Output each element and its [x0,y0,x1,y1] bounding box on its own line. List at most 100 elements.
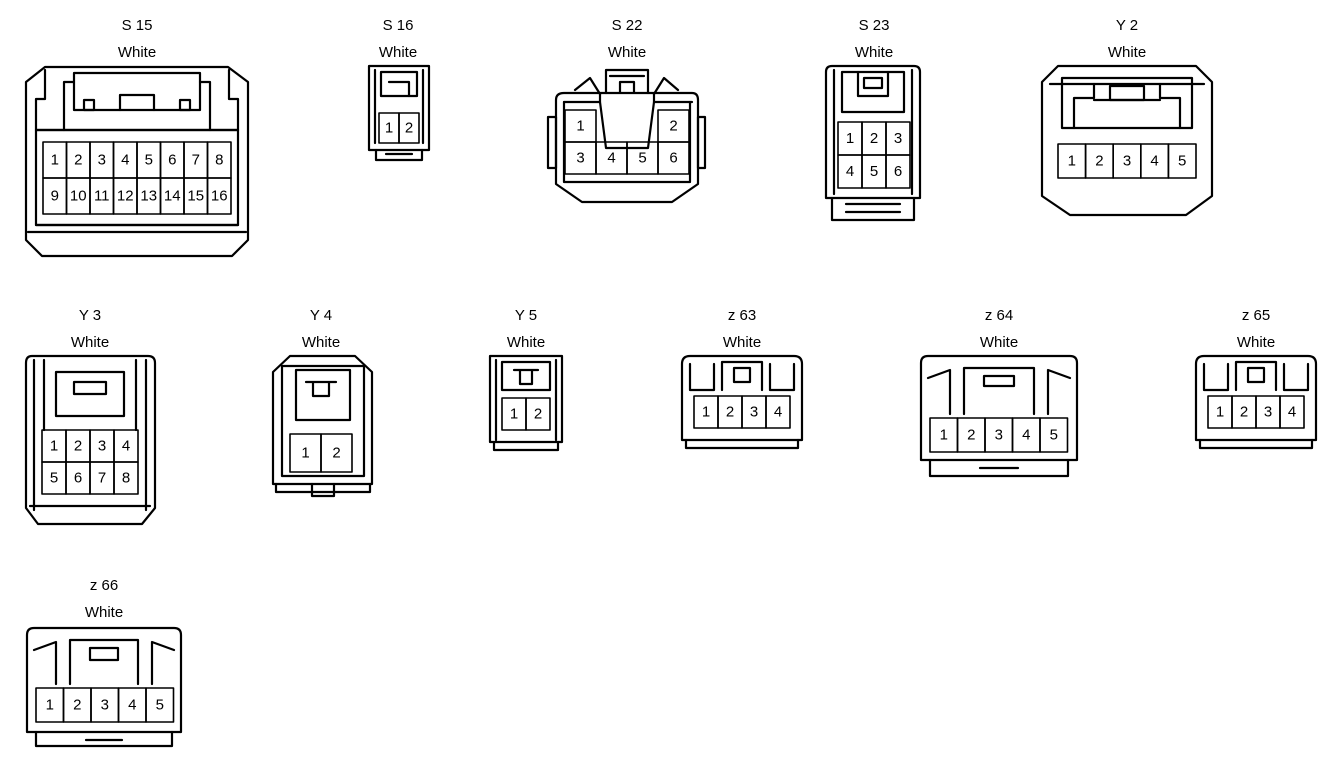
connector-y2: Y 2 White 1 2 3 4 5 [1040,17,1214,217]
pin-number: 3 [1264,404,1272,421]
pin-number: 3 [750,404,758,421]
connector-housing [25,626,183,748]
pin-number: 2 [1095,153,1103,170]
pin-number: 1 [846,130,854,147]
connector-color-label: White [723,334,761,351]
connector-label: Y 2 [1116,17,1138,34]
pin-number: 1 [576,118,584,135]
pin-number: 14 [164,188,181,205]
connector-housing [824,64,922,222]
pin-number: 11 [94,188,110,205]
connector-color-label: White [1237,334,1275,351]
pin-cavity [206,177,232,215]
connector-color-label: White [507,334,545,351]
pin-number: 2 [967,427,975,444]
connector-housing [24,65,250,258]
pin-number: 6 [894,163,902,180]
pin-cavity [765,395,791,429]
connector-color-label: White [855,44,893,61]
pin-number: 4 [846,163,854,180]
connector-color-label: White [608,44,646,61]
pin-number: 4 [1150,153,1158,170]
pin-number: 2 [669,118,677,135]
connector-housing [919,354,1079,478]
connector-label: S 22 [612,17,643,34]
pin-number: 5 [145,152,153,169]
pin-number: 9 [51,188,59,205]
pin-cavity [525,397,551,431]
pin-number: 4 [128,697,136,714]
pin-number: 2 [1240,404,1248,421]
pin-number: 1 [940,427,948,444]
pin-number: 7 [98,470,106,487]
connector-color-label: White [1108,44,1146,61]
pin-number: 1 [50,438,58,455]
pin-number: 3 [576,150,584,167]
pin-cavity [1039,417,1069,453]
pin-number: 1 [1216,404,1224,421]
pin-number: 1 [702,404,710,421]
pin-number: 6 [669,150,677,167]
connector-housing [367,64,431,162]
pin-cavity [885,154,911,189]
connector-label: S 16 [383,17,414,34]
connector-color-label: White [71,334,109,351]
connector-housing [680,354,804,450]
connector-label: Y 5 [515,307,537,324]
pin-number: 5 [638,150,646,167]
pin-number: 8 [215,152,223,169]
pin-number: 3 [894,130,902,147]
connector-label: z 66 [90,577,118,594]
connector-label: z 65 [1242,307,1270,324]
pin-number: 5 [1178,153,1186,170]
pin-number: 3 [98,438,106,455]
connector-label: S 15 [122,17,153,34]
connector-housing [488,354,564,452]
pin-number: 2 [534,406,542,423]
connector-label: z 64 [985,307,1013,324]
pin-number: 6 [168,152,176,169]
pin-number: 2 [74,438,82,455]
pin-number: 3 [995,427,1003,444]
connector-label: S 23 [859,17,890,34]
pin-number: 5 [1050,427,1058,444]
pin-number: 2 [405,120,413,137]
pin-number: 7 [192,152,200,169]
pin-cavity [113,461,139,495]
pin-number: 1 [301,445,309,462]
pin-number: 5 [50,470,58,487]
connector-housing [271,354,374,498]
pin-number: 2 [74,152,82,169]
connector-label: Y 4 [310,307,332,324]
pin-number: 4 [122,438,130,455]
pin-number: 2 [332,445,340,462]
connector-color-label: White [85,604,123,621]
pin-number: 8 [122,470,130,487]
pin-number: 5 [870,163,878,180]
connector-housing [1194,354,1318,450]
pin-number: 3 [1123,153,1131,170]
pin-number: 1 [1068,153,1076,170]
pin-number: 10 [70,188,87,205]
pin-number: 13 [140,188,157,205]
pin-number: 2 [73,697,81,714]
pin-number: 12 [117,188,134,205]
